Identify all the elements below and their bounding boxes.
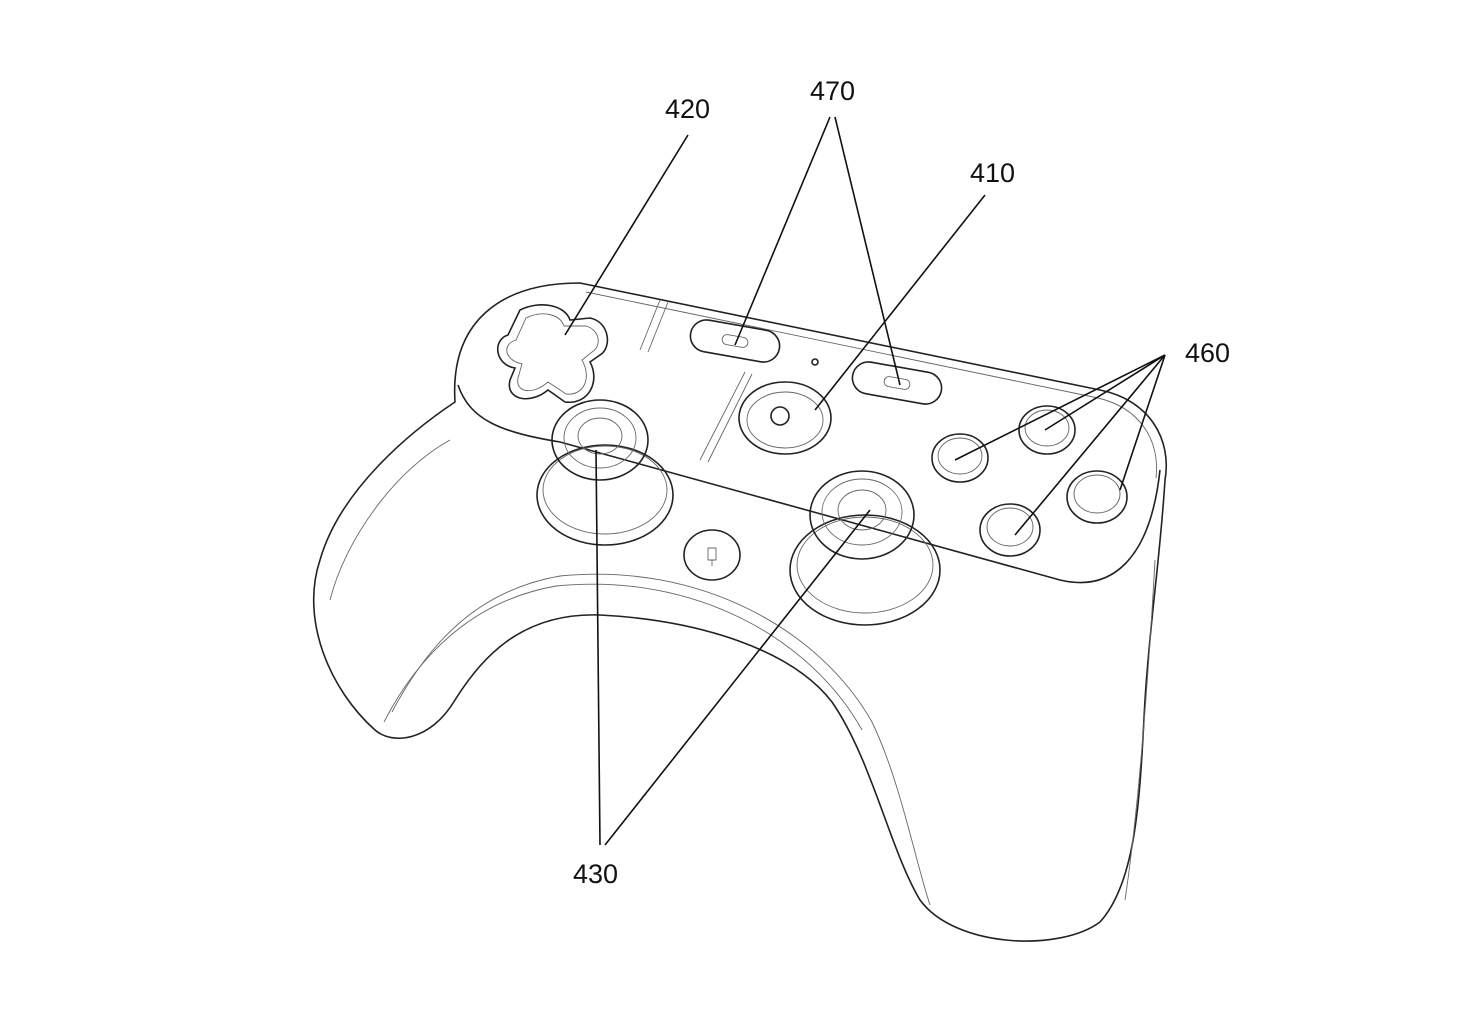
label-430: 430 — [573, 859, 618, 889]
menu-buttons — [689, 319, 943, 405]
leader-460-d — [1119, 354, 1166, 491]
leader-470-a — [734, 116, 831, 346]
leader-420 — [564, 134, 689, 336]
leader-430-b — [604, 509, 871, 846]
label-470: 470 — [810, 76, 855, 106]
thumbsticks — [536, 399, 941, 626]
leader-460-c — [1014, 354, 1166, 536]
face-buttons — [931, 405, 1128, 557]
mic-button — [683, 529, 741, 581]
leader-430-a — [595, 449, 601, 846]
home-button — [738, 381, 832, 455]
label-460: 460 — [1185, 338, 1230, 368]
leader-410 — [814, 194, 986, 411]
leader-460-b — [1044, 354, 1166, 431]
controller-body — [312, 282, 1167, 942]
leader-470-b — [834, 116, 901, 386]
label-420: 420 — [665, 94, 710, 124]
leader-460-a — [954, 354, 1166, 461]
label-410: 410 — [970, 158, 1015, 188]
dpad — [497, 304, 609, 403]
leader-lines — [564, 116, 1166, 846]
